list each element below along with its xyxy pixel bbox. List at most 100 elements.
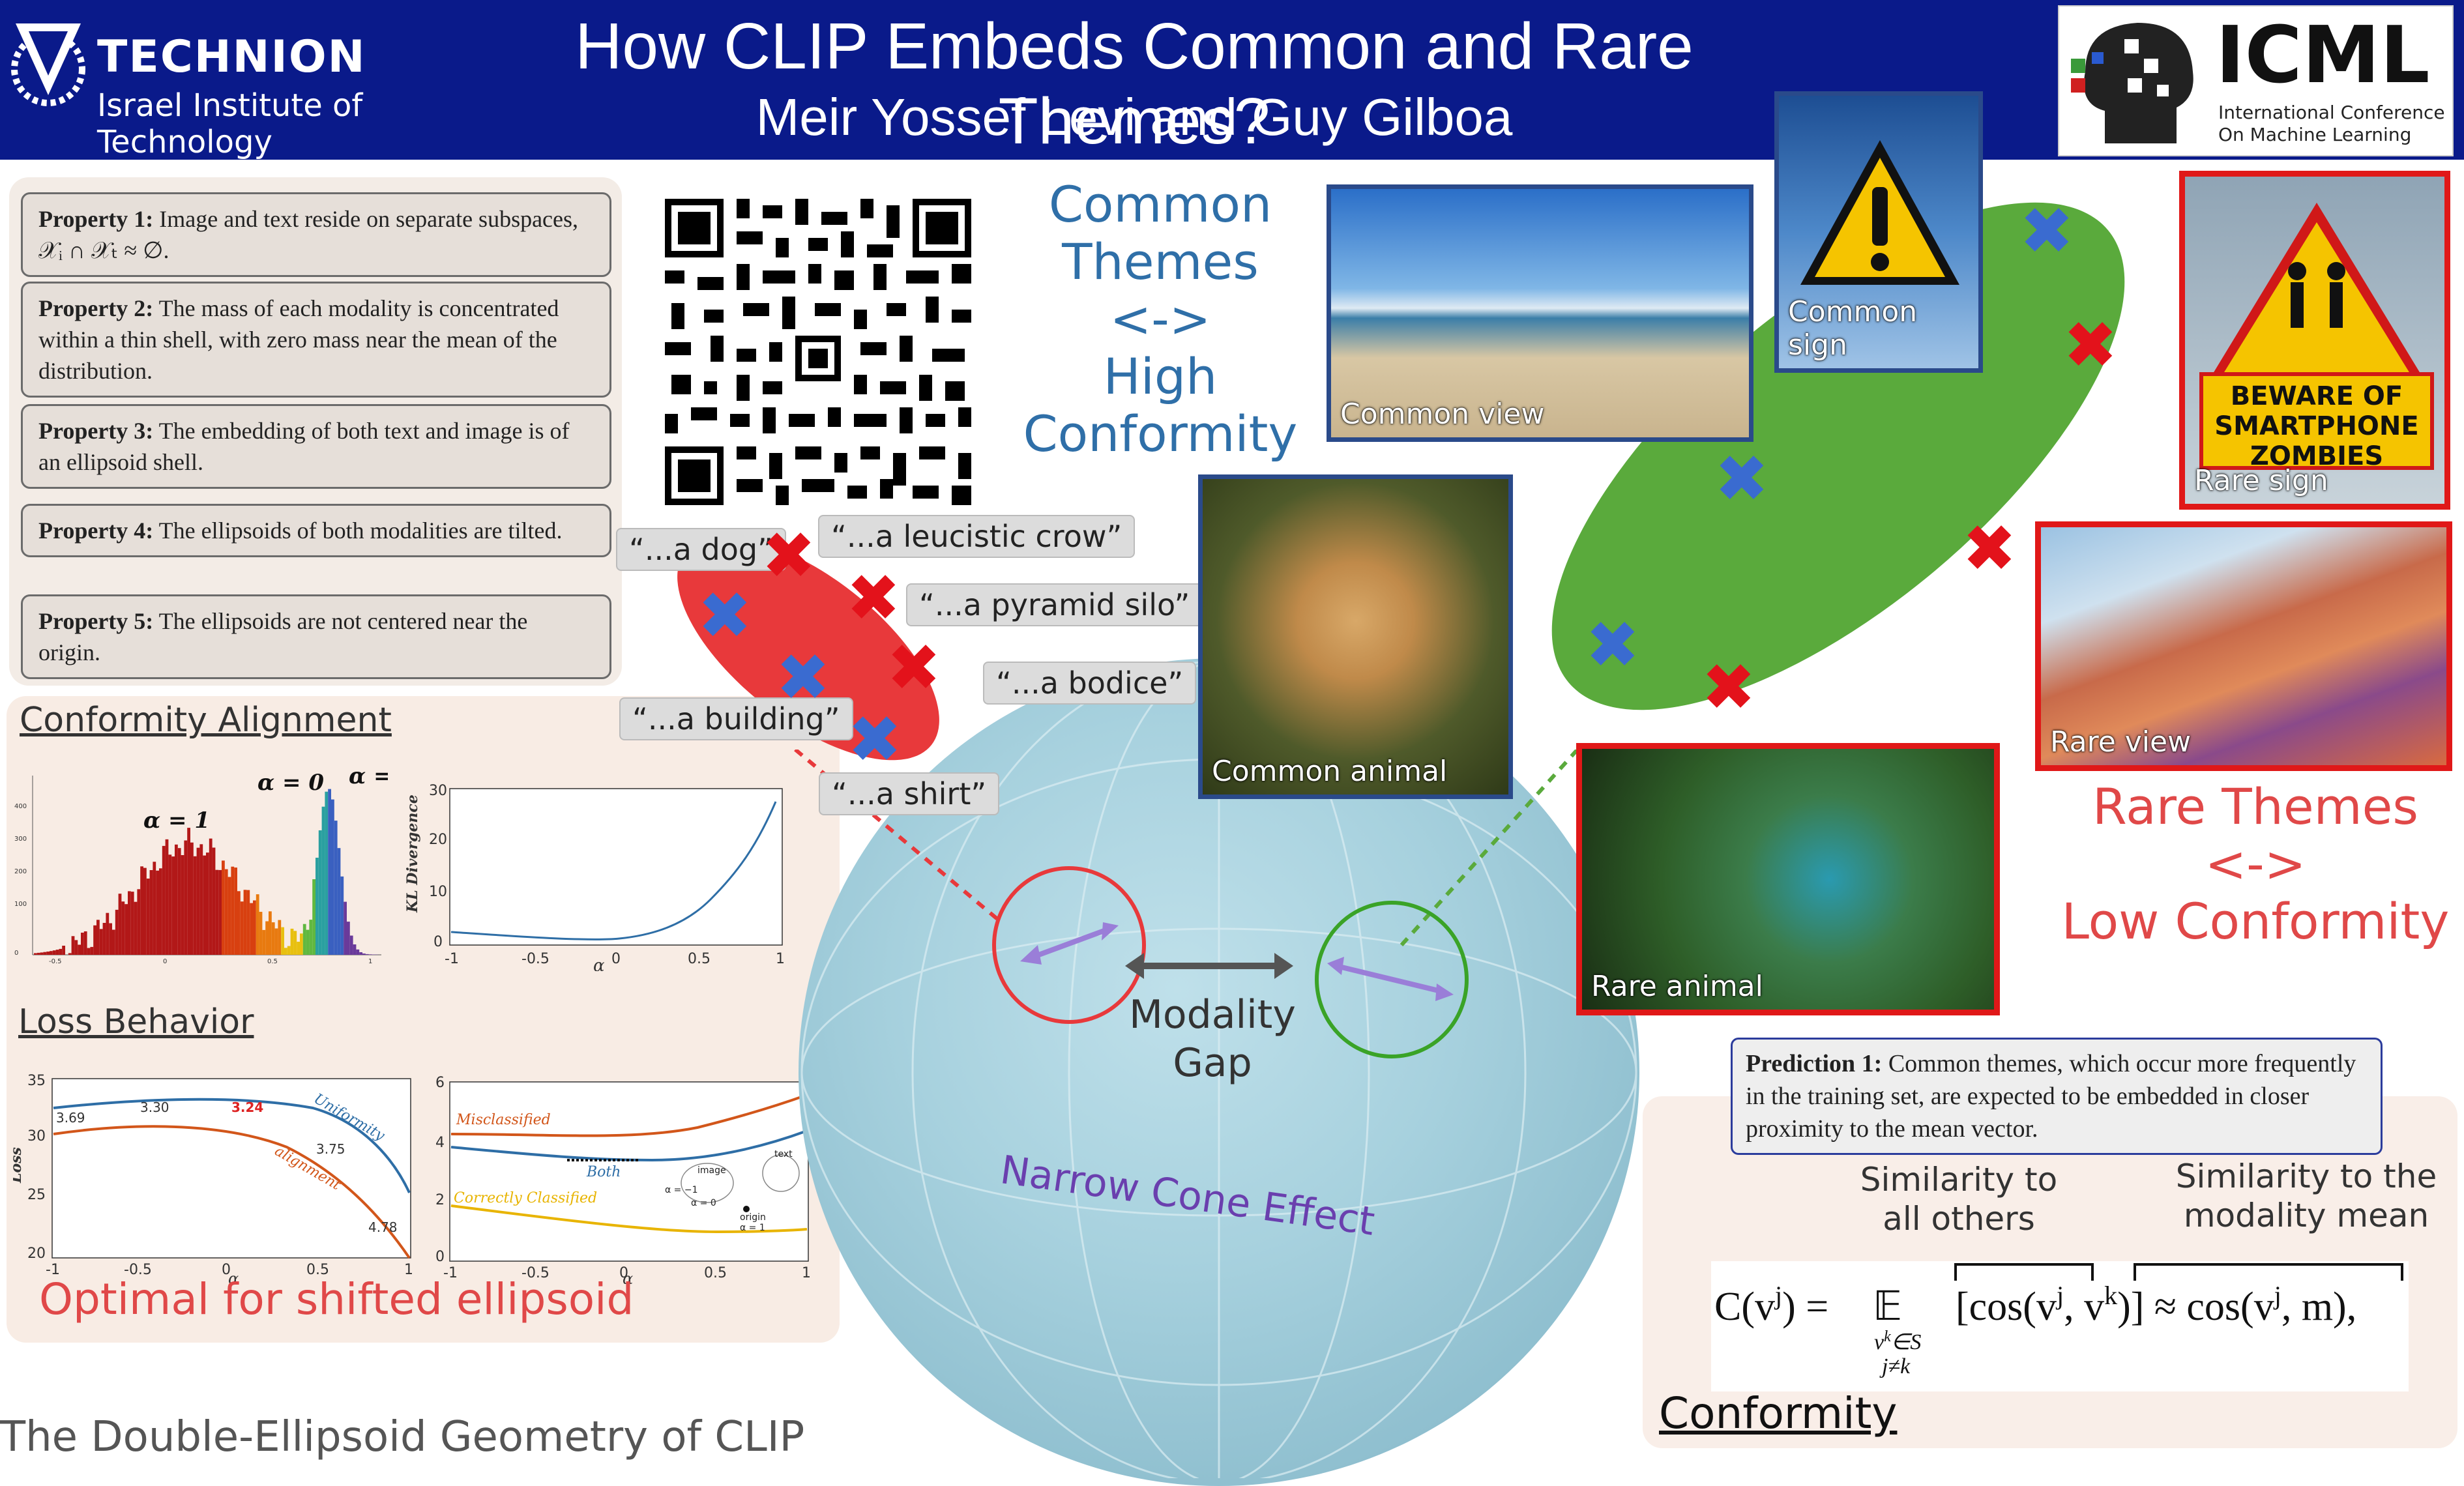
histogram-bar: [228, 877, 231, 955]
footer-title: The Double-Ellipsoid Geometry of CLIP: [0, 1413, 804, 1461]
loss-behavior-title: Loss Behavior: [18, 1002, 254, 1042]
hist-xtick: 0.5: [267, 958, 278, 965]
histogram-bar: [231, 867, 234, 955]
photo-common-view: Common view: [1327, 184, 1753, 442]
institution-subtitle: Israel Institute of Technology: [97, 87, 518, 160]
rare-image-marker: ✖: [1701, 655, 1756, 720]
histogram-bar: [72, 936, 75, 955]
histogram-bar: [250, 903, 253, 955]
histogram-bar: [53, 950, 56, 955]
prediction-box: Prediction 1: Common themes, which occur…: [1731, 1038, 2383, 1155]
common-themes-text: Common Themes <-> High Conformity: [1017, 176, 1304, 463]
histogram-bar: [93, 925, 96, 955]
svg-text:4: 4: [435, 1135, 445, 1151]
histogram-bar: [340, 877, 344, 955]
hist-label-alpha-1: α = −1: [349, 769, 388, 789]
loss-plot-uniformity-alignment: 35 30 25 20 -1 -0.5 0 0.5 1 α Loss 3.69 …: [13, 1069, 417, 1284]
histogram-bar: [213, 848, 216, 955]
svg-text:[cos(vj, vk)] ≈ cos(vj, m),: [cos(vj, vk)] ≈ cos(vj, m),: [1956, 1281, 2356, 1329]
modality-gap-label: Modality Gap: [1108, 991, 1317, 1087]
histogram-bar: [125, 904, 128, 955]
histogram-bar: [315, 858, 319, 955]
property-3: Property 3: The embedding of both text a…: [21, 404, 611, 489]
rare-image-marker: ✖: [2063, 313, 2118, 378]
histogram-bar: [284, 948, 287, 955]
hist-ytick: 300: [14, 836, 27, 843]
similarity-mean-label: Similarity to the modality mean: [2163, 1157, 2450, 1235]
svg-text:vk∈S: vk∈S: [1874, 1328, 1921, 1354]
svg-text:-0.5: -0.5: [521, 951, 550, 967]
histogram-bar: [359, 952, 362, 955]
svg-text:Both: Both: [586, 1164, 621, 1180]
common-text-marker: ✖: [697, 583, 752, 648]
histogram-bar: [184, 841, 187, 955]
histogram-bar: [322, 807, 325, 955]
histogram-bar: [68, 953, 72, 955]
histogram-bar: [334, 821, 338, 955]
histogram-bar: [171, 856, 175, 955]
histogram-bar: [46, 952, 50, 955]
histogram-bar: [194, 856, 197, 955]
svg-text:30: 30: [27, 1128, 46, 1144]
histogram-bar: [197, 848, 200, 955]
rare-text-marker: ✖: [761, 523, 816, 589]
common-text-marker: ✖: [847, 707, 902, 772]
histogram-bar: [78, 945, 81, 955]
svg-text:image: image: [697, 1165, 726, 1176]
caption-leucistic-crow: “...a leucistic crow”: [818, 515, 1135, 558]
technion-logo: TECHNION Israel Institute of Technology: [9, 17, 518, 147]
technion-emblem-icon: [9, 17, 87, 115]
hist-ytick: 0: [14, 950, 18, 957]
hist-ytick: 400: [14, 803, 27, 810]
poster-header: TECHNION Israel Institute of Technology …: [0, 0, 2464, 160]
histogram-bar: [325, 792, 328, 955]
histogram-bar: [356, 950, 359, 955]
conformity-alignment-title: Conformity Alignment: [20, 701, 392, 740]
histogram-bar: [291, 929, 294, 955]
histogram-bar: [128, 891, 131, 955]
svg-text:4.78: 4.78: [368, 1219, 398, 1235]
svg-text:0: 0: [435, 1249, 445, 1265]
sign-text: BEWARE OF SMARTPHONE ZOMBIES: [2199, 372, 2434, 470]
histogram-bar: [281, 927, 284, 955]
caption-pyramid-silo: “...a pyramid silo”: [906, 583, 1203, 626]
histogram-bar: [199, 844, 203, 955]
svg-text:30: 30: [429, 783, 447, 799]
histogram-bar: [203, 856, 206, 955]
caption-bodice: “...a bodice”: [983, 662, 1196, 705]
histogram-bar: [350, 936, 353, 955]
poster-authors: Meir Yossef Levi and Guy Gilboa: [495, 87, 1773, 147]
svg-text:20: 20: [429, 832, 447, 848]
zombie-warning-sign-icon: [2199, 196, 2434, 392]
conformity-histogram: 400 300 200 100 0 -0.5 0 0.5 1 α = 1 α =…: [13, 769, 388, 965]
histogram-bar: [62, 946, 65, 955]
svg-text:𝔼: 𝔼: [1873, 1285, 1902, 1329]
histogram-bar: [96, 920, 100, 955]
histogram-bar: [287, 946, 291, 955]
histogram-bar: [297, 942, 300, 955]
common-image-marker: ✖: [1714, 446, 1769, 512]
histogram-bar: [90, 947, 93, 955]
caption-shirt: “...a shirt”: [819, 772, 999, 815]
qr-code[interactable]: [658, 192, 978, 512]
svg-text:0.5: 0.5: [704, 1265, 727, 1281]
histogram-bar: [137, 889, 140, 955]
histogram-bar: [300, 933, 303, 955]
histogram-bar: [256, 894, 259, 955]
histogram-bar: [43, 952, 46, 955]
common-image-marker: ✖: [1585, 613, 1640, 678]
histogram-bar: [366, 954, 369, 955]
hist-xtick: 1: [368, 958, 372, 965]
histogram-bar: [328, 789, 331, 955]
histogram-bar: [150, 870, 153, 955]
histogram-bar: [159, 868, 162, 955]
caption-dog: “...a dog”: [616, 528, 786, 571]
hist-label-alpha0: α = 0: [257, 770, 324, 796]
histogram-bar: [241, 901, 244, 955]
conformity-formula: C(vj) = 𝔼 vk∈S j≠k [cos(vj, vk)] ≈ cos(v…: [1711, 1261, 2409, 1391]
common-image-marker: ✖: [2019, 199, 2074, 264]
histogram-bar: [306, 930, 310, 955]
svg-text:C(vj) =: C(vj) =: [1714, 1281, 1828, 1329]
histogram-bar: [237, 891, 241, 955]
histogram-bar: [190, 843, 194, 955]
